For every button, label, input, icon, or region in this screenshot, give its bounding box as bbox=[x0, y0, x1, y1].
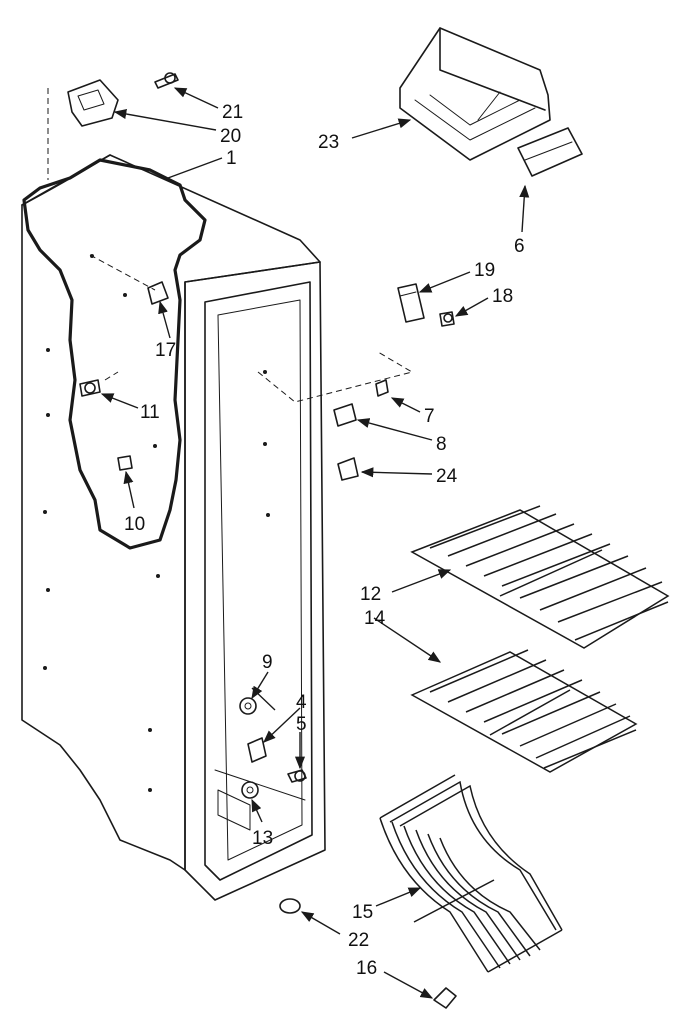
part-7-clip bbox=[375, 379, 389, 397]
leader-lines bbox=[100, 87, 530, 999]
part-13-nut bbox=[241, 781, 259, 799]
part-18-screw bbox=[439, 311, 455, 327]
part-22-plug bbox=[279, 898, 301, 914]
callout-21: 21 bbox=[222, 102, 243, 123]
part-24-clip bbox=[337, 457, 359, 481]
part-8-fastener bbox=[333, 403, 357, 427]
part-14-shelf bbox=[410, 649, 638, 773]
part-11-fastener bbox=[79, 379, 101, 397]
callout-8: 8 bbox=[436, 434, 447, 455]
part-12-shelf bbox=[410, 505, 670, 649]
callout-11: 11 bbox=[140, 402, 160, 423]
alignment-line bbox=[89, 254, 156, 291]
part-23-ice-bucket bbox=[399, 27, 551, 161]
callout-22: 22 bbox=[348, 930, 369, 951]
callout-1: 1 bbox=[226, 148, 237, 169]
part-20-housing bbox=[67, 79, 119, 127]
callout-17: 17 bbox=[155, 340, 176, 361]
callout-19: 19 bbox=[474, 260, 495, 281]
cabinet-liner bbox=[21, 154, 326, 901]
part-10-fastener bbox=[117, 455, 133, 471]
callout-18: 18 bbox=[492, 286, 513, 307]
callout-24: 24 bbox=[436, 466, 458, 487]
part-21-screw bbox=[154, 72, 179, 89]
callout-5: 5 bbox=[296, 714, 307, 735]
callout-23: 23 bbox=[318, 132, 339, 153]
callout-4: 4 bbox=[296, 692, 307, 713]
alignment-line bbox=[257, 351, 414, 403]
part-9-nut bbox=[239, 697, 257, 715]
callout-labels: 21 20 1 23 6 19 18 17 11 7 8 24 10 12 14… bbox=[124, 102, 525, 979]
part-6-bracket bbox=[517, 127, 583, 177]
part-15-bin-frame bbox=[379, 774, 563, 973]
callout-16: 16 bbox=[356, 958, 377, 979]
callout-20: 20 bbox=[220, 126, 241, 147]
callout-6: 6 bbox=[514, 236, 525, 257]
callout-9: 9 bbox=[262, 652, 273, 673]
part-5-screw bbox=[287, 769, 307, 783]
callout-7: 7 bbox=[424, 406, 435, 427]
part-4-bracket bbox=[247, 737, 267, 763]
callout-10: 10 bbox=[124, 514, 145, 535]
callout-12: 12 bbox=[360, 584, 381, 605]
part-17-clip bbox=[147, 281, 169, 305]
alignment-line bbox=[104, 371, 119, 381]
callout-13: 13 bbox=[252, 828, 273, 849]
callout-14: 14 bbox=[364, 608, 386, 629]
part-16-knob bbox=[433, 987, 457, 1009]
part-19-switch bbox=[397, 283, 425, 323]
callout-15: 15 bbox=[352, 902, 373, 923]
